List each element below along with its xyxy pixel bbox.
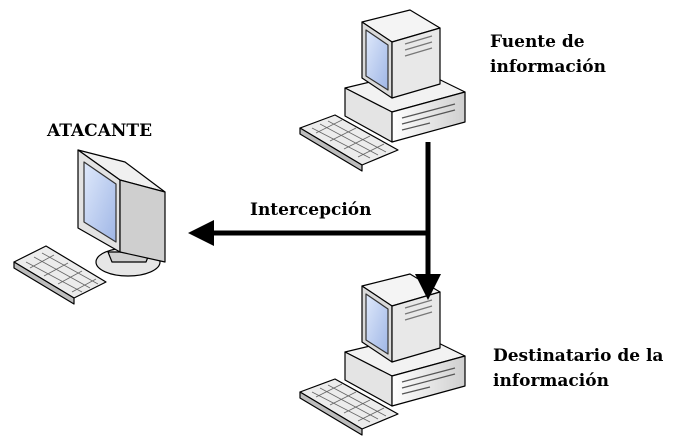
- source-computer-icon: [299, 9, 466, 172]
- interception-arrow: [188, 220, 428, 246]
- interception-label: Intercepción: [250, 200, 372, 220]
- source-to-destination-arrow: [415, 142, 441, 300]
- attacker-label: ATACANTE: [46, 121, 152, 141]
- source-label-line1: Fuente de: [490, 32, 585, 52]
- destination-computer-icon: [299, 273, 466, 436]
- attacker-computer-icon: [13, 149, 166, 305]
- destination-label-line1: Destinatario de la: [493, 346, 663, 366]
- source-label-line2: información: [490, 57, 606, 77]
- destination-label-line2: información: [493, 371, 609, 391]
